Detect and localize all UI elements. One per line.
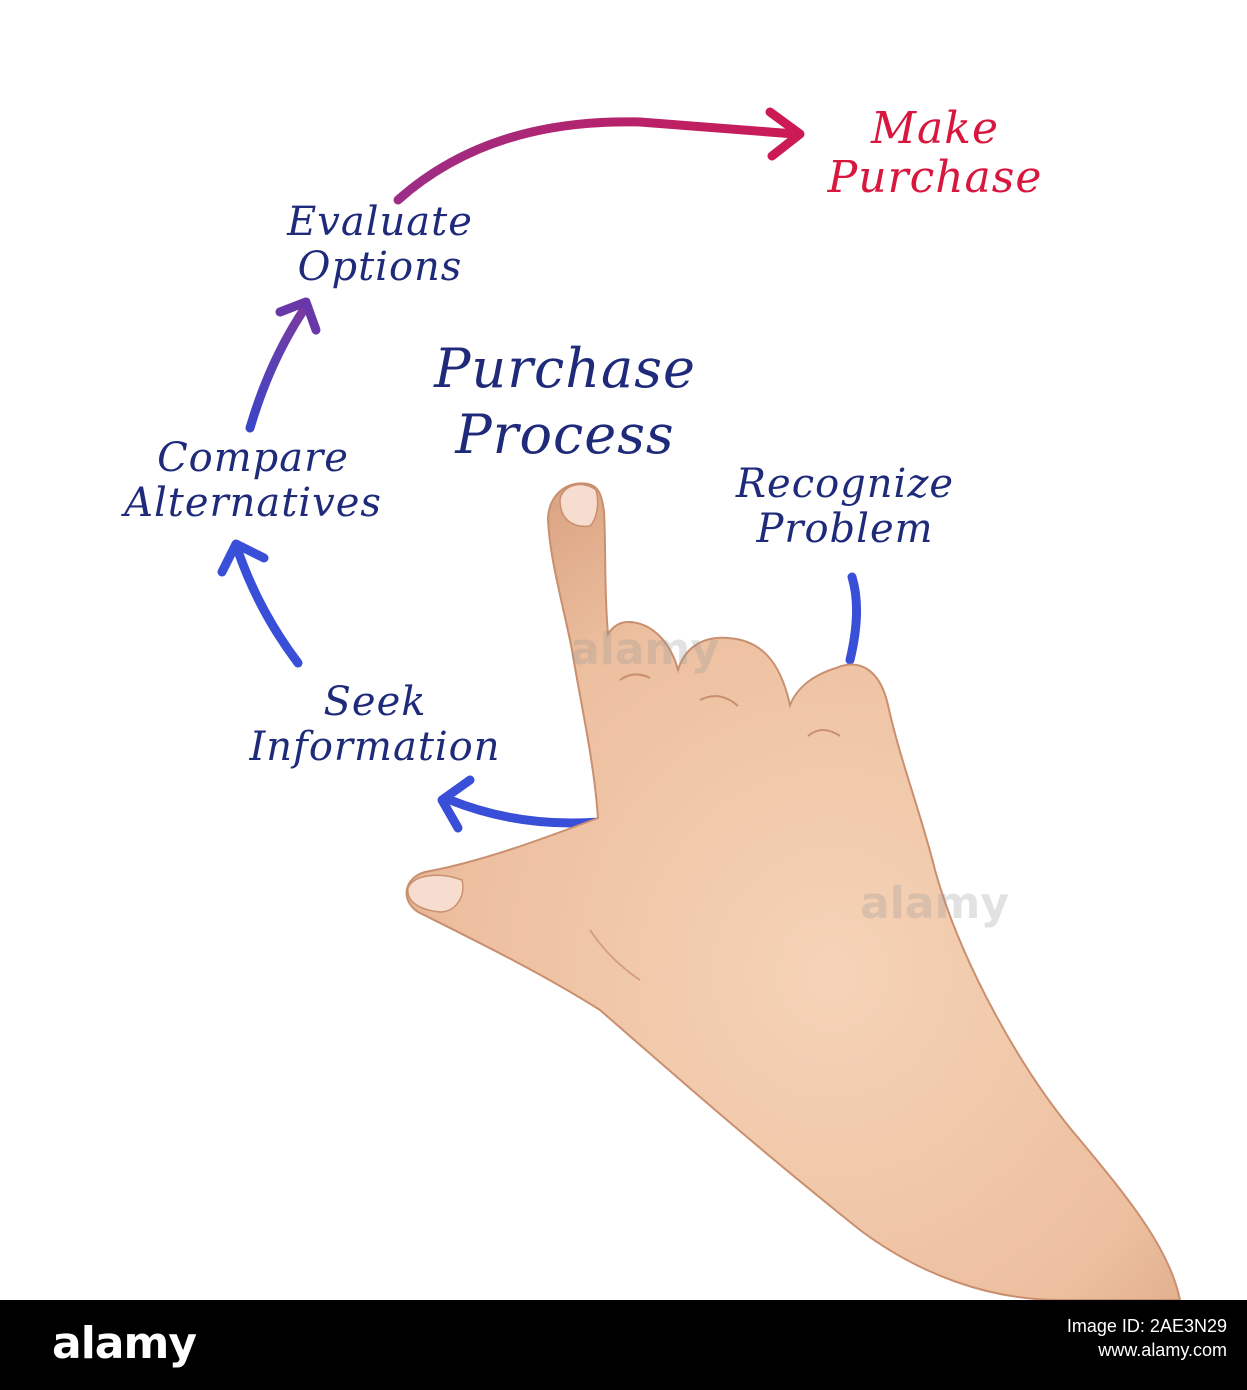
brand-logo: alamy xyxy=(52,1318,197,1369)
diagram-canvas: Purchase Process Recognize Problem Seek … xyxy=(124,103,1182,1300)
image-id-block: Image ID: 2AE3N29 www.alamy.com xyxy=(1067,1314,1227,1363)
pointing-hand-illustration xyxy=(405,482,1182,1300)
step-seek-information: Seek Information xyxy=(249,679,501,770)
diagram-title-line-2: Process xyxy=(455,402,675,466)
arrowhead-seek xyxy=(437,775,475,833)
watermark-mark: alamy xyxy=(860,878,1009,929)
step-make-purchase: Make Purchase xyxy=(827,103,1043,204)
step-recognize-problem: Recognize Problem xyxy=(735,461,955,552)
diagram-title: Purchase Process xyxy=(395,336,735,468)
step-compare-alternatives: Compare Alternatives xyxy=(124,435,382,526)
image-id-text: Image ID: 2AE3N29 xyxy=(1066,1316,1227,1336)
arrowhead-compare xyxy=(217,539,269,577)
arrow-to-seek-information xyxy=(445,795,605,828)
diagram-graphics xyxy=(217,107,1182,1300)
arrowhead-purchase xyxy=(765,107,805,161)
watermark-footer: alamy Image ID: 2AE3N29 www.alamy.com xyxy=(0,1300,1247,1390)
arrow-evaluate-to-purchase xyxy=(393,117,800,205)
arrow-compare-to-evaluate xyxy=(245,303,310,433)
arrowhead-evaluate xyxy=(275,297,321,335)
site-url-text: www.alamy.com xyxy=(1098,1340,1227,1361)
diagram-title-line-1: Purchase xyxy=(434,337,696,400)
watermark-mark: alamy xyxy=(570,624,719,675)
arrow-seek-to-compare xyxy=(232,543,303,668)
arrow-recognize-to-seek xyxy=(845,572,861,665)
step-evaluate-options: Evaluate Options xyxy=(287,199,473,290)
